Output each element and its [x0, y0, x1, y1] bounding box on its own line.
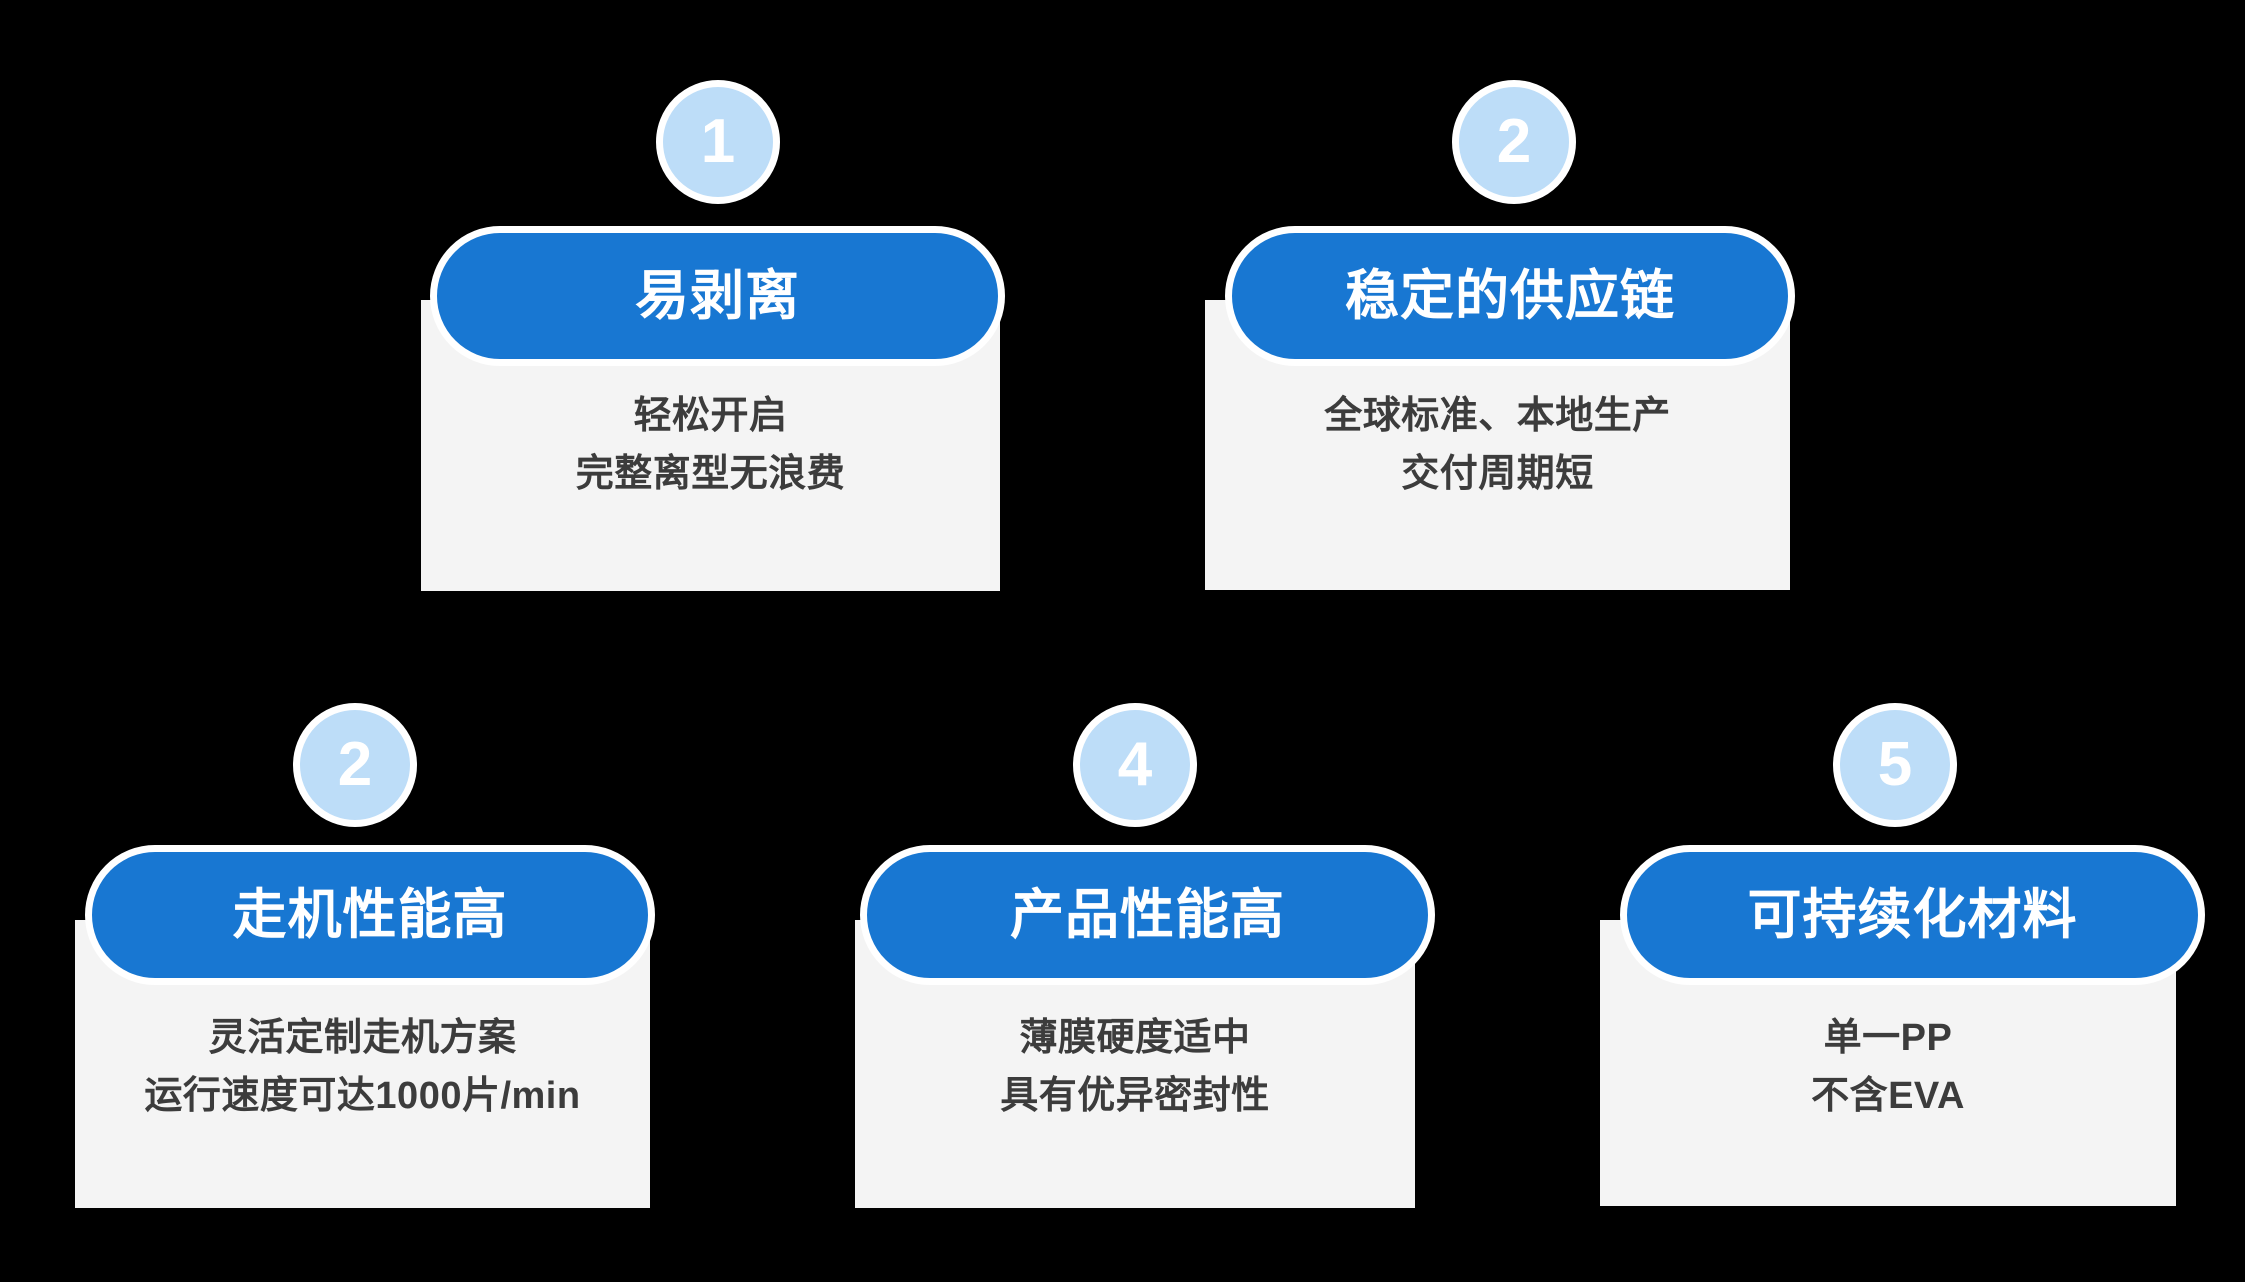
feature-card-4: 4 薄膜硬度适中 具有优异密封性 产品性能高 — [855, 703, 1435, 1208]
feature-card-body-line: 交付周期短 — [1401, 452, 1594, 495]
feature-card-title-pill-4: 产品性能高 — [860, 845, 1435, 985]
feature-card-body-line: 完整离型无浪费 — [575, 452, 846, 495]
step-number-badge-5: 5 — [1833, 703, 1957, 827]
feature-card-title-1: 易剥离 — [635, 266, 800, 326]
feature-card-1: 1 轻松开启 完整离型无浪费 易剥离 — [0, 0, 1060, 620]
feature-card-body-line: 运行速度可达1000片/min — [144, 1074, 581, 1117]
feature-card-body-line: 具有优异密封性 — [1000, 1074, 1270, 1117]
feature-card-body-line: 灵活定制走机方案 — [208, 1017, 517, 1059]
feature-card-body-line: 不含EVA — [1811, 1074, 1965, 1117]
feature-card-body-line: 薄膜硬度适中 — [1019, 1017, 1251, 1059]
feature-card-title-2: 稳定的供应链 — [1345, 266, 1675, 326]
step-number-badge-4: 4 — [1073, 703, 1197, 827]
feature-card-title-3: 走机性能高 — [232, 885, 508, 945]
feature-card-body-line: 单一PP — [1823, 1017, 1953, 1059]
feature-card-title-pill-1: 易剥离 — [430, 226, 1005, 366]
step-number-badge-3: 2 — [293, 703, 417, 827]
feature-card-title-5: 可持续化材料 — [1747, 885, 2078, 945]
feature-card-title-pill-2: 稳定的供应链 — [1225, 226, 1795, 366]
feature-card-title-4: 产品性能高 — [1010, 885, 1285, 945]
feature-card-2: 2 全球标准、本地生产 交付周期短 稳定的供应链 — [0, 0, 1900, 620]
feature-card-title-pill-5: 可持续化材料 — [1620, 845, 2205, 985]
feature-card-3: 2 灵活定制走机方案 运行速度可达1000片/min 走机性能高 — [0, 0, 760, 1282]
step-number-badge-2: 2 — [1452, 80, 1576, 204]
feature-card-title-pill-3: 走机性能高 — [85, 845, 655, 985]
step-number-badge-1: 1 — [656, 80, 780, 204]
feature-card-body-line: 全球标准、本地生产 — [1324, 395, 1671, 437]
feature-card-body-line: 轻松开启 — [633, 395, 788, 437]
